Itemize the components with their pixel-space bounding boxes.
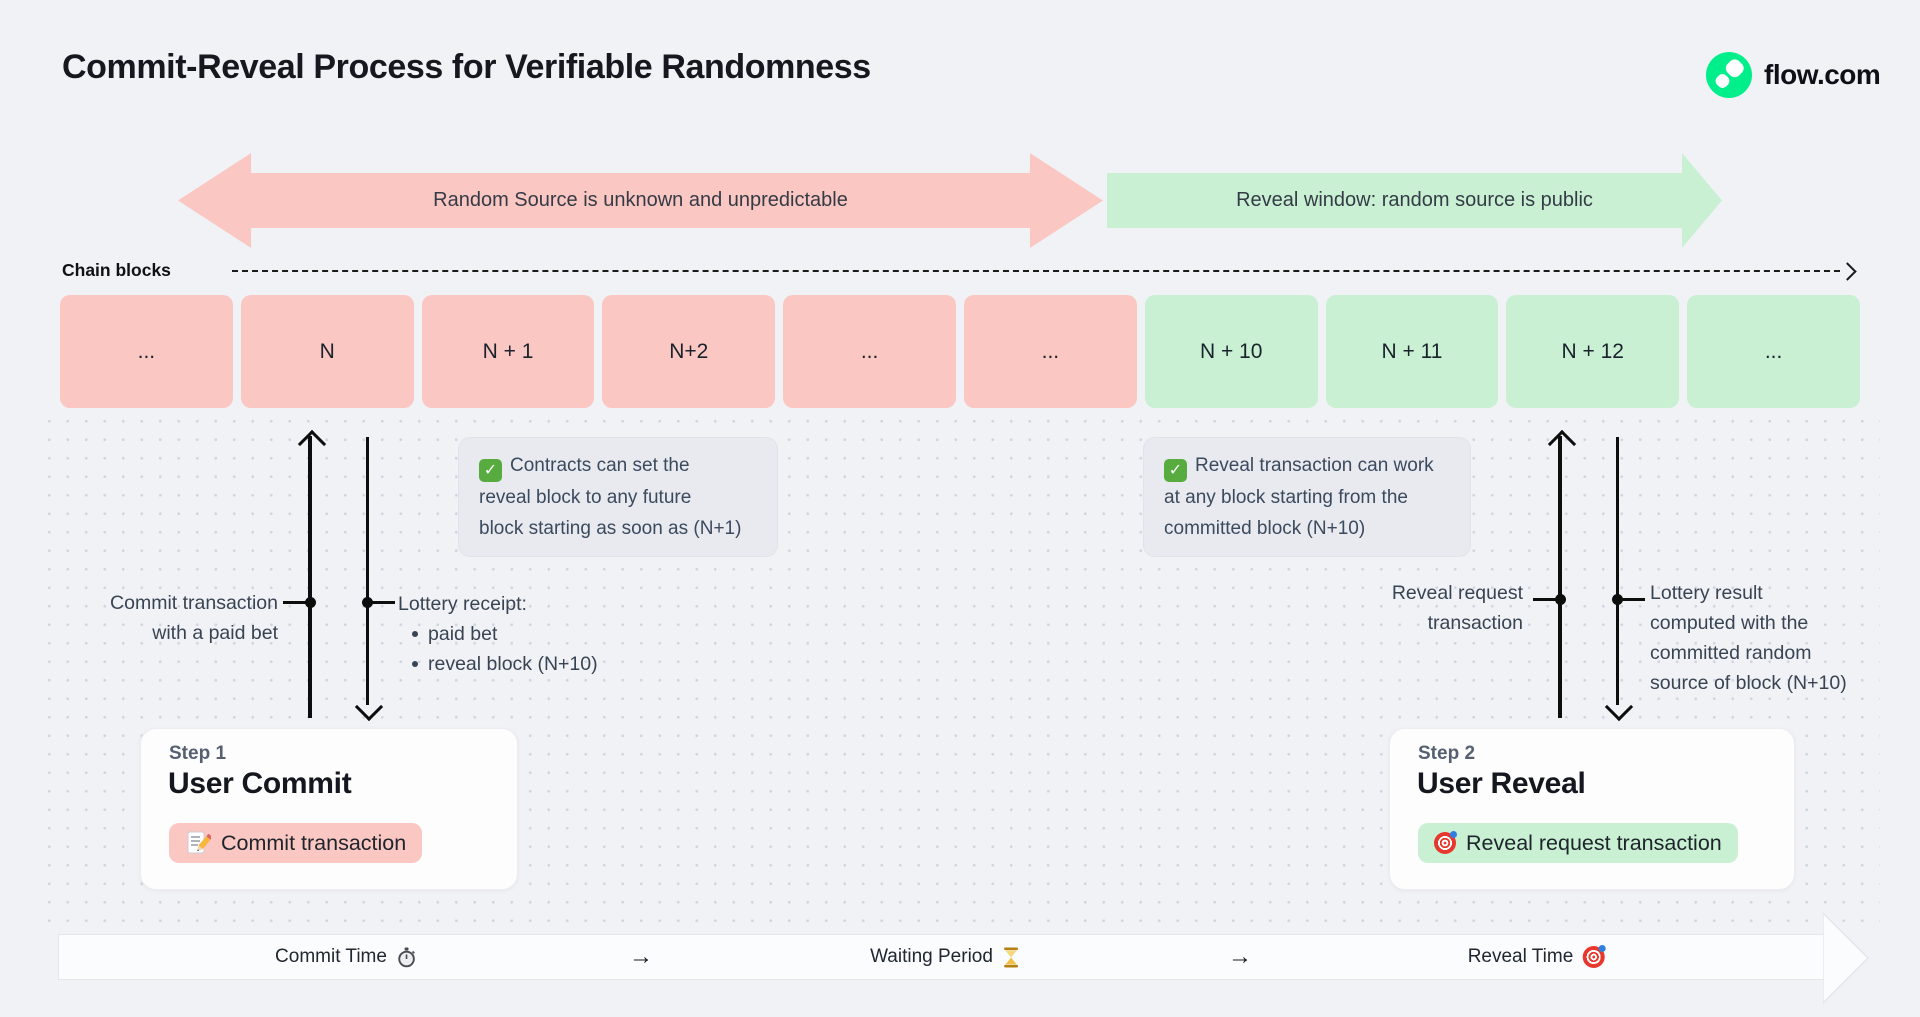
reveal-request-badge: Reveal request transaction xyxy=(1418,823,1738,863)
reveal-note-line: committed block (N+10) xyxy=(1164,518,1366,539)
step1-title: User Commit xyxy=(168,767,352,800)
step2-badge-label: Reveal request transaction xyxy=(1466,830,1722,855)
chain-block-n-plus-1: N + 1 xyxy=(421,295,595,408)
unknown-phase-arrow: Random Source is unknown and unpredictab… xyxy=(178,153,1103,248)
reveal-phase-arrow: Reveal window: random source is public xyxy=(1107,153,1722,248)
lottery-receipt-label: Lottery receipt: paid bet reveal block (… xyxy=(398,589,598,679)
timeline-separator-arrow: → xyxy=(629,943,653,970)
page-title: Commit-Reveal Process for Verifiable Ran… xyxy=(62,48,871,86)
chain-block-n-plus-10: N + 10 xyxy=(1144,295,1318,408)
chain-block-row: ... N N + 1 N+2 ... ... N + 10 N + 11 N … xyxy=(60,295,1860,408)
reveal-note-line: at any block starting from the xyxy=(1164,487,1408,508)
chain-block-next: ... xyxy=(1687,295,1860,408)
receipt-bullet: paid bet xyxy=(412,619,598,649)
lottery-receipt-title: Lottery receipt: xyxy=(398,593,527,615)
commit-up-arrow xyxy=(308,436,312,718)
step1-card: Step 1 User Commit Commit transaction xyxy=(140,728,518,890)
target-icon xyxy=(1582,945,1606,968)
receipt-down-arrow-dot xyxy=(361,597,373,608)
reveal-phase-label: Reveal window: random source is public xyxy=(1236,189,1593,211)
commit-up-arrow-dot xyxy=(304,597,316,608)
step1-badge-label: Commit transaction xyxy=(221,830,407,855)
chain-block-gap-1: ... xyxy=(783,295,956,408)
chain-block-n: N xyxy=(240,295,414,408)
chain-block-n-plus-11: N + 11 xyxy=(1325,295,1499,408)
receipt-bullet: reveal block (N+10) xyxy=(412,649,598,679)
chain-block-n-plus-2: N+2 xyxy=(602,295,776,408)
timeline-waiting-period: Waiting Period xyxy=(870,946,1020,968)
reveal-up-arrow-dot xyxy=(1554,594,1566,605)
step2-eyebrow: Step 2 xyxy=(1418,743,1476,764)
reveal-note-line: Reveal transaction can work xyxy=(1195,455,1434,476)
brand-name: flow.com xyxy=(1764,59,1881,90)
brand-logo: flow.com xyxy=(1706,52,1881,98)
step2-title: User Reveal xyxy=(1417,767,1586,800)
receipt-label-tick xyxy=(369,601,395,604)
target-icon xyxy=(1434,831,1457,854)
unknown-phase-label: Random Source is unknown and unpredictab… xyxy=(433,189,848,211)
commit-transaction-label: Commit transaction with a paid bet xyxy=(110,592,278,644)
result-down-arrow xyxy=(1615,437,1619,705)
check-icon: ✓ xyxy=(479,459,502,482)
reveal-request-label: Reveal request transaction xyxy=(1391,582,1523,634)
commit-note-line: reveal block to any future xyxy=(479,487,692,508)
commit-note-line: block starting as soon as (N+1) xyxy=(479,518,742,539)
reveal-up-arrow xyxy=(1558,436,1562,718)
timeline-bar xyxy=(58,934,1824,980)
timeline-arrowhead-icon xyxy=(1823,912,1870,1004)
commit-label-tick xyxy=(283,601,309,604)
chain-block-gap-2: ... xyxy=(963,295,1137,408)
reveal-label-tick xyxy=(1533,598,1559,601)
receipt-down-arrow xyxy=(365,437,369,705)
chain-dotted-line xyxy=(232,270,1840,272)
result-label-tick xyxy=(1619,598,1645,601)
memo-icon xyxy=(187,831,211,854)
flow-logo-icon xyxy=(1706,52,1752,98)
chain-block-prev: ... xyxy=(60,295,233,408)
chain-line-arrowhead-icon xyxy=(1838,262,1857,281)
timeline-reveal-time: Reveal Time xyxy=(1468,945,1606,968)
reveal-note-box: ✓ Reveal transaction can work at any bloc… xyxy=(1143,437,1471,557)
step1-eyebrow: Step 1 xyxy=(169,743,227,764)
commit-transaction-badge: Commit transaction xyxy=(169,823,423,863)
result-down-arrow-dot xyxy=(1611,594,1623,605)
lottery-result-label: Lottery result computed with the committ… xyxy=(1650,582,1847,694)
bullet-dot-icon xyxy=(412,661,418,667)
step2-card: Step 2 User Reveal Reveal request transa… xyxy=(1389,728,1795,890)
check-icon: ✓ xyxy=(1164,459,1187,482)
timeline-commit-time: Commit Time xyxy=(275,946,417,968)
chain-blocks-label: Chain blocks xyxy=(62,260,171,280)
commit-note-line: Contracts can set the xyxy=(510,455,690,476)
chain-block-n-plus-12: N + 12 xyxy=(1506,295,1680,408)
commit-note-box: ✓ Contracts can set the reveal block to a… xyxy=(458,437,778,557)
hourglass-icon xyxy=(1003,947,1018,967)
stopwatch-icon xyxy=(398,947,415,967)
bullet-dot-icon xyxy=(412,631,418,637)
timeline-separator-arrow: → xyxy=(1228,943,1252,970)
